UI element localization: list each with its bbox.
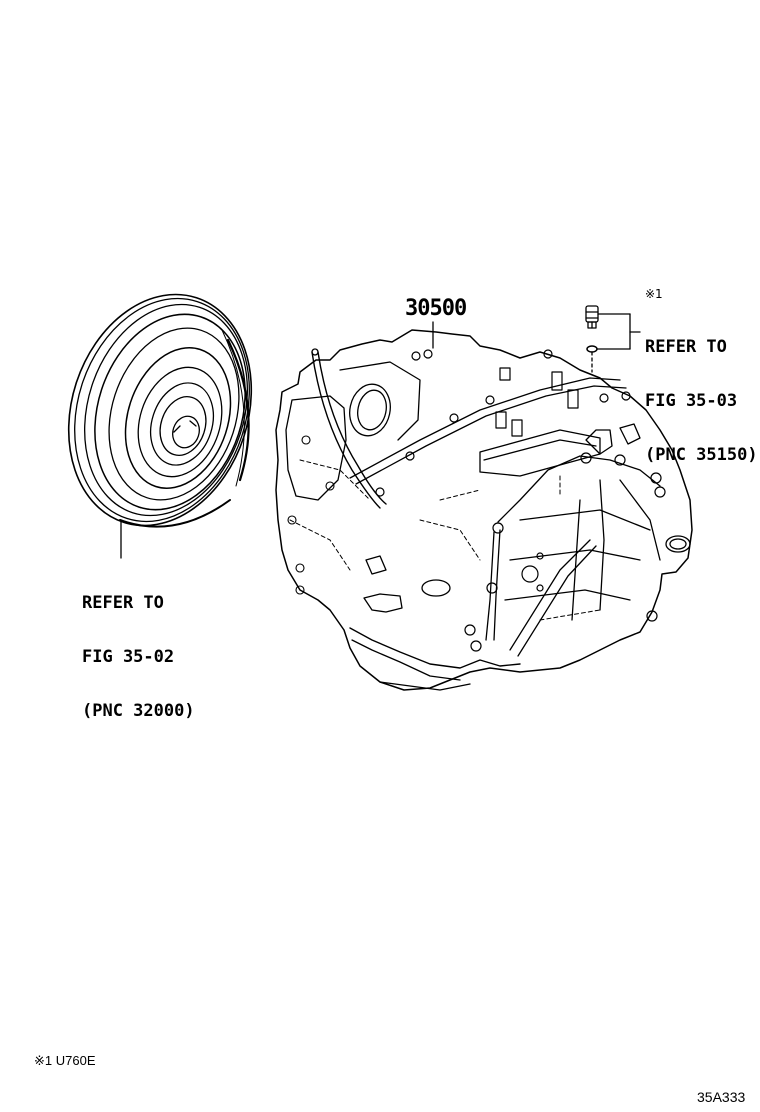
sensor-plug-icon[interactable] [585,305,599,329]
reference-figure: FIG 35-02 [82,647,175,667]
reference-pnc: (PNC 32000) [82,701,195,721]
reference-line: REFER TO [645,337,727,357]
leader-bracket-sensor [591,313,641,373]
note-mark: ※1 [645,287,663,301]
part-number-label[interactable]: 30500 [405,296,467,321]
torque-converter-reference[interactable]: REFER TO FIG 35-02 (PNC 32000) [82,559,195,755]
transaxle-assembly-icon[interactable] [275,329,693,691]
torque-converter-icon[interactable] [40,271,280,550]
sensor-reference[interactable]: REFER TO FIG 35-03 (PNC 35150) [645,303,758,499]
o-ring-icon[interactable] [586,345,598,353]
figure-code: 35A333 [697,1089,746,1105]
reference-figure: FIG 35-03 [645,391,738,411]
reference-pnc: (PNC 35150) [645,445,758,465]
reference-line: REFER TO [82,593,164,613]
footnote: ※1 U760E [34,1053,96,1068]
